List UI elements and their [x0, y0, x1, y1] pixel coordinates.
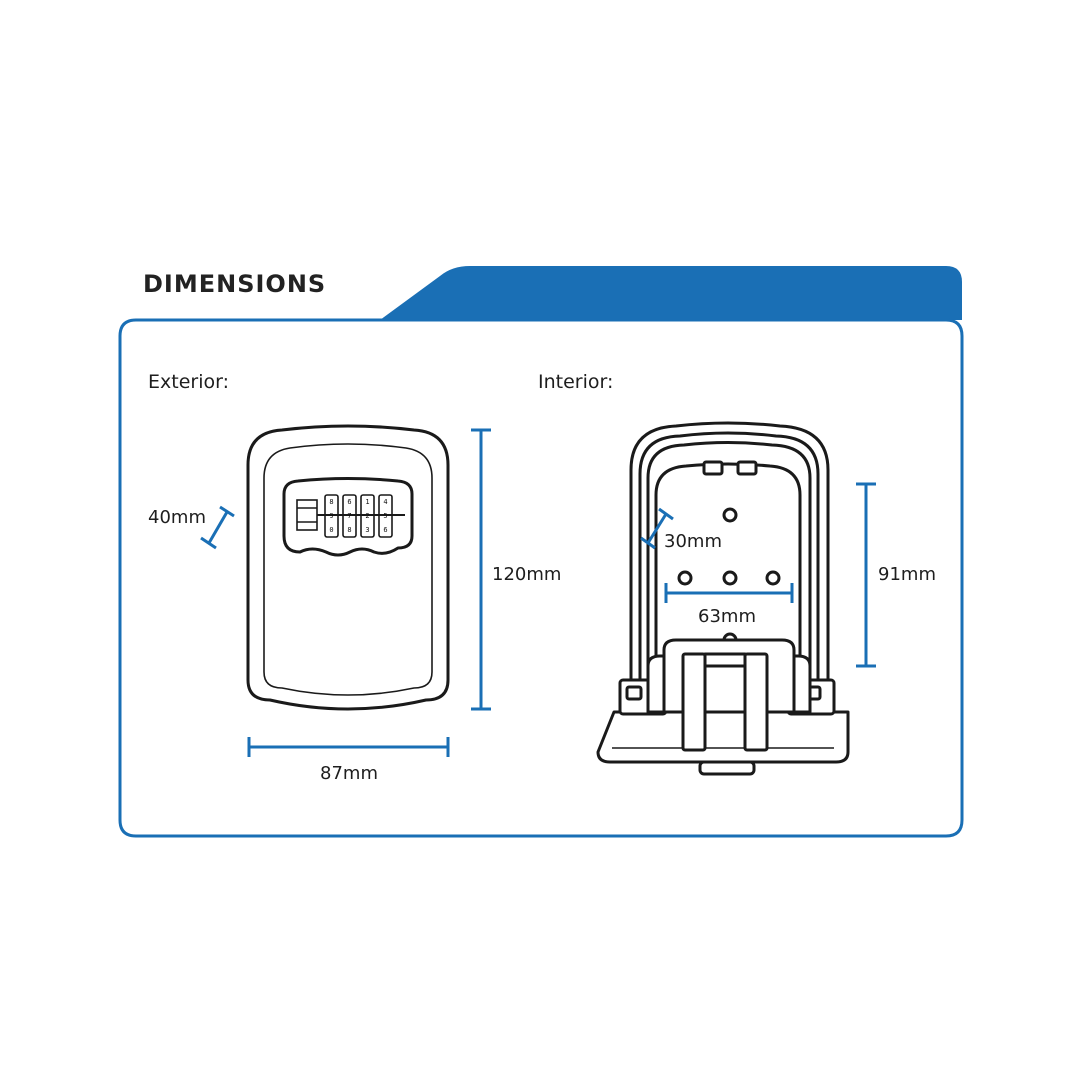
exterior-height-dimension-line: [471, 428, 491, 711]
interior-height-dimension-line: [856, 482, 876, 668]
dial-digit: 7: [347, 512, 351, 520]
interior-label: Interior:: [538, 371, 613, 393]
interior-depth-label: 30mm: [664, 531, 722, 552]
exterior-depth-dimension-line: [200, 505, 235, 550]
interior-depth-dimension-line: [640, 507, 674, 550]
dial-wheel[interactable]: 6 7 8: [342, 494, 357, 538]
interior-height-label: 91mm: [878, 564, 936, 585]
exterior-label: Exterior:: [148, 371, 229, 393]
dial-digit: 8: [347, 526, 351, 534]
dial-digit: 9: [329, 512, 333, 520]
exterior-lockbox-illustration: [246, 424, 450, 711]
dial-wheel[interactable]: 8 9 0: [324, 494, 339, 538]
dial-digit: 6: [347, 498, 351, 506]
dial-wheel[interactable]: 4 5 6: [378, 494, 393, 538]
interior-lockbox-illustration: [596, 421, 850, 776]
interior-width-label: 63mm: [698, 606, 756, 627]
dial-wheel[interactable]: 1 2 3: [360, 494, 375, 538]
dial-digit: 0: [329, 526, 333, 534]
page-title: DIMENSIONS: [143, 270, 326, 298]
header-tab: [380, 266, 962, 320]
combination-dials: 8 9 0 6 7 8 1 2 3 4 5 6: [324, 494, 393, 538]
dial-digit: 2: [365, 512, 369, 520]
dial-digit: 5: [383, 512, 387, 520]
dial-digit: 1: [365, 498, 369, 506]
dial-digit: 8: [329, 498, 333, 506]
interior-width-dimension-line: [664, 583, 794, 603]
exterior-depth-label: 40mm: [148, 507, 206, 528]
panel-border: [118, 318, 964, 838]
dial-digit: 6: [383, 526, 387, 534]
dial-digit: 4: [383, 498, 387, 506]
exterior-height-label: 120mm: [492, 564, 561, 585]
exterior-width-label: 87mm: [320, 763, 378, 784]
exterior-width-dimension-line: [247, 737, 450, 757]
dial-digit: 3: [365, 526, 369, 534]
